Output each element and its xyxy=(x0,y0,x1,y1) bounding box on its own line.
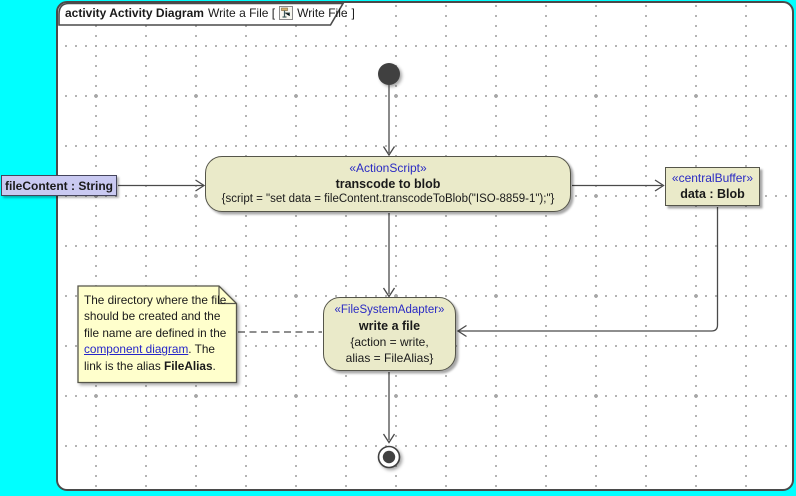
action-write-a-file[interactable]: «FileSystemAdapter» write a file {action… xyxy=(323,297,456,371)
buffer-stereotype: «centralBuffer» xyxy=(671,171,754,185)
write-constraint-line2: alias = FileAlias} xyxy=(345,350,434,365)
frame-title[interactable]: activity Activity Diagram Write a File [… xyxy=(65,6,355,20)
transcode-script: {script = "set data = fileContent.transc… xyxy=(221,193,555,205)
note-text-tail: . xyxy=(212,358,216,373)
frame-keyword: activity Activity Diagram xyxy=(65,6,204,20)
write-stereotype: «FileSystemAdapter» xyxy=(334,303,445,316)
write-constraint-line1: {action = write, xyxy=(350,334,429,349)
buffer-name: data : Blob xyxy=(680,187,745,201)
frame-activity-name: Write a File [ xyxy=(207,6,276,20)
note-text: The directory where the file should be c… xyxy=(84,292,234,374)
write-name: write a file xyxy=(358,318,421,333)
transcode-name: transcode to blob xyxy=(335,177,441,191)
note-bold-filealias: FileAlias xyxy=(164,358,213,373)
diagram-frame xyxy=(56,1,794,491)
activity-diagram-icon xyxy=(279,6,294,20)
note-text-before-link: The directory where the file should be c… xyxy=(84,293,227,340)
input-object-label: fileContent : String xyxy=(5,178,113,193)
transcode-stereotype: «ActionScript» xyxy=(349,161,427,175)
action-transcode-to-blob[interactable]: «ActionScript» transcode to blob {script… xyxy=(205,156,571,212)
frame-diagram-ref: Write File xyxy=(297,6,348,20)
frame-closing-bracket: ] xyxy=(351,6,355,20)
central-buffer-data-blob[interactable]: «centralBuffer» data : Blob xyxy=(665,167,760,206)
component-diagram-link[interactable]: component diagram xyxy=(84,342,189,357)
input-object-filecontent[interactable]: fileContent : String xyxy=(1,175,117,196)
